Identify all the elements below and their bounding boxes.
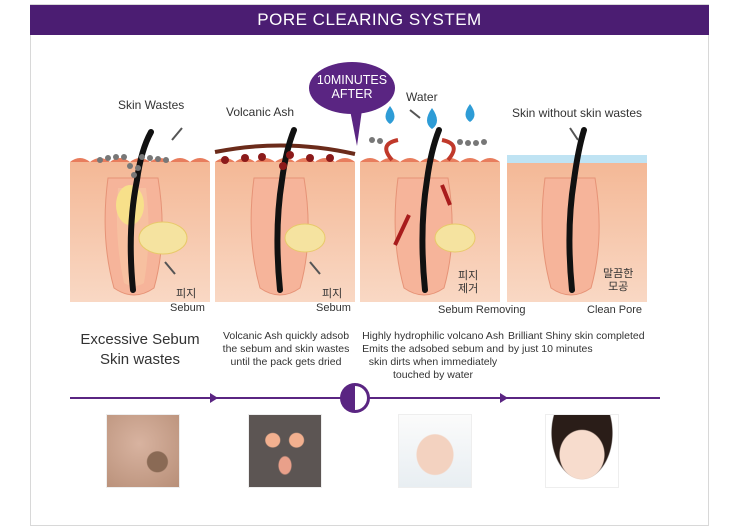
panel-2-skin bbox=[214, 127, 356, 302]
panel-1-skin bbox=[70, 127, 210, 302]
panel-2-side-label: Sebum bbox=[316, 302, 351, 314]
photo-nose-pores bbox=[106, 414, 180, 488]
panel-2-top-label: Volcanic Ash bbox=[226, 105, 295, 119]
hair-1 bbox=[127, 129, 154, 293]
hair-2 bbox=[274, 127, 297, 293]
hair-3 bbox=[419, 127, 442, 293]
sebum-blob-2 bbox=[138, 221, 188, 255]
panel-3-skin bbox=[360, 104, 500, 302]
removing-arrow-4 bbox=[440, 184, 452, 206]
panel-4-top-label: Skin without skin wastes bbox=[512, 106, 643, 120]
panel-3-top-label: Water bbox=[406, 90, 438, 104]
photo-clean-face bbox=[545, 414, 619, 488]
panel-1-top-label: Skin Wastes bbox=[118, 98, 185, 112]
panel-2-kr: 피지 bbox=[322, 288, 343, 300]
panel-1-side-label: Sebum bbox=[170, 302, 205, 314]
callout-pointer bbox=[350, 110, 362, 146]
panel-4-side-label: Clean Pore bbox=[587, 304, 643, 316]
panel-4-skin bbox=[507, 127, 647, 302]
removing-arrow-1 bbox=[384, 138, 399, 162]
photo-face-washing bbox=[398, 414, 472, 488]
page-title: PORE CLEARING SYSTEM bbox=[30, 5, 709, 35]
hair-4 bbox=[566, 127, 587, 293]
water-drops bbox=[385, 104, 475, 129]
panel-3-side-label: Sebum Removing bbox=[438, 304, 526, 316]
frame bbox=[30, 4, 709, 526]
removing-arrow-2 bbox=[441, 138, 456, 162]
timeline-arrow-1 bbox=[210, 393, 218, 403]
timeline-arrow-2 bbox=[500, 393, 508, 403]
panel-1-kr: 피지 bbox=[176, 288, 197, 300]
photo-face-mask bbox=[248, 414, 322, 488]
removing-arrow-3 bbox=[393, 214, 411, 246]
